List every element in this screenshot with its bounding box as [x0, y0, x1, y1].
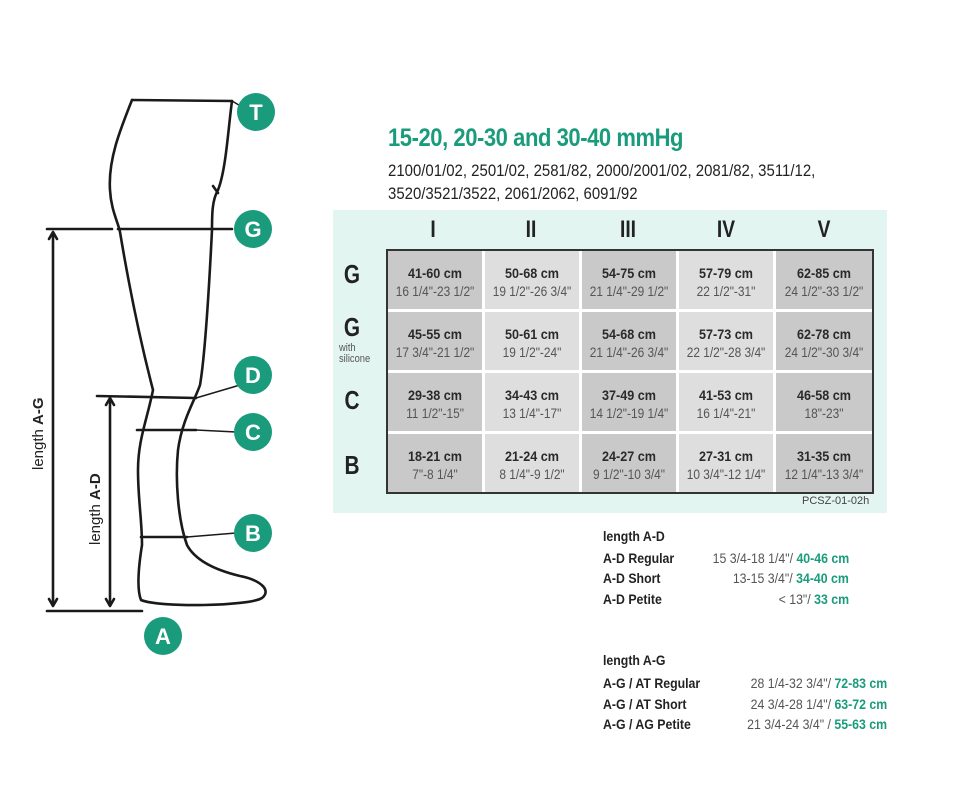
label-length-a-d: length A-D — [87, 473, 104, 545]
badge-g-icon: G — [234, 210, 272, 248]
length-a-d-short-label: A-D Short — [603, 570, 661, 586]
chart-code: PCSZ-01-02h — [802, 495, 870, 507]
column-header-IV: IV — [716, 216, 736, 243]
length-a-g-regular-value: 28 1/4-32 3/4"/ 72-83 cm — [750, 675, 887, 691]
svg-text:A: A — [155, 624, 171, 649]
length-a-d-petite-value: < 13"/ 33 cm — [778, 591, 849, 607]
svg-text:D: D — [245, 363, 261, 388]
length-a-d-short-value: 13-15 3/4"/ 34-40 cm — [732, 570, 849, 586]
svg-text:T: T — [249, 100, 263, 125]
model-numbers-line2: 3520/3521/3522, 2061/2062, 6091/92 — [388, 184, 638, 203]
column-header-I: I — [430, 216, 436, 243]
row-header-b: B — [344, 450, 360, 480]
column-header-II: II — [525, 216, 537, 243]
length-a-d-regular-value: 15 3/4-18 1/4"/ 40-46 cm — [712, 550, 849, 566]
label-length-a-g: length A-G — [30, 397, 47, 470]
svg-text:B: B — [245, 521, 261, 546]
badge-b-icon: B — [234, 514, 272, 552]
badge-t-icon: T — [237, 93, 275, 131]
model-numbers: 2100/01/02, 2501/02, 2581/82, 2000/2001/… — [388, 159, 815, 205]
badge-c-icon: C — [234, 413, 272, 451]
length-a-g-title: length A-G — [603, 652, 666, 668]
row-subheader-with-silicone: with silicone — [339, 342, 371, 365]
column-header-III: III — [619, 216, 636, 243]
length-a-g-short-value: 24 3/4-28 1/4"/ 63-72 cm — [750, 696, 887, 712]
svg-text:G: G — [244, 217, 261, 242]
length-a-d-petite-label: A-D Petite — [603, 591, 662, 607]
svg-text:C: C — [245, 420, 261, 445]
compression-title: 15-20, 20-30 and 30-40 mmHg — [388, 124, 684, 152]
length-a-d-title: length A-D — [603, 528, 665, 544]
badge-a-icon: A — [144, 617, 182, 655]
length-a-g-petite-label: A-G / AG Petite — [603, 716, 691, 732]
row-header-c: C — [344, 385, 360, 415]
row-header-g: G — [343, 259, 361, 289]
badge-d-icon: D — [234, 356, 272, 394]
length-a-g-regular-label: A-G / AT Regular — [603, 675, 701, 691]
length-a-g-short-label: A-G / AT Short — [603, 696, 687, 712]
column-header-V: V — [817, 216, 831, 243]
leg-measurement-diagram: T G D C B A length A-G length A-D — [30, 93, 275, 655]
row-header-g-silicone: G — [343, 312, 361, 342]
length-a-g-petite-value: 21 3/4-24 3/4" / 55-63 cm — [746, 716, 887, 732]
model-numbers-line1: 2100/01/02, 2501/02, 2581/82, 2000/2001/… — [388, 161, 816, 180]
length-a-d-regular-label: A-D Regular — [603, 550, 675, 566]
